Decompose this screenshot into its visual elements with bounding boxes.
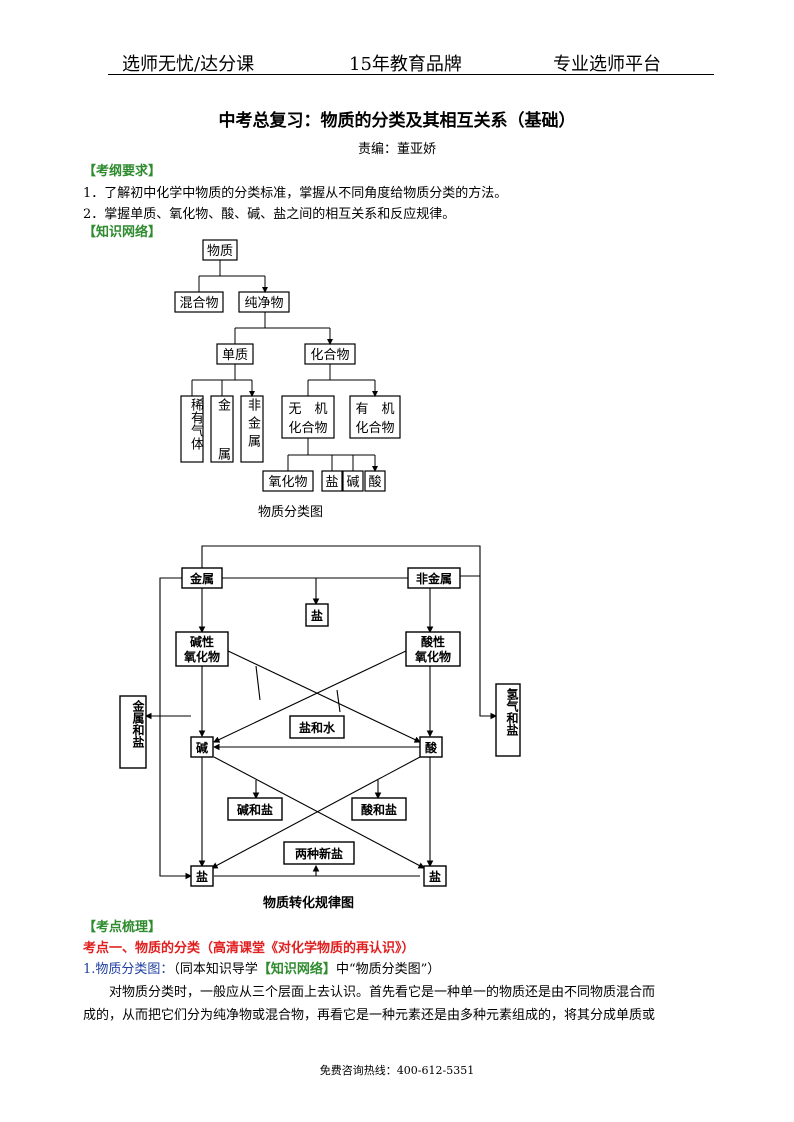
- label-base: 碱: [346, 475, 359, 490]
- point1-title-line: 考点一、物质的分类（高清课堂《对化学物质的再认识》）: [83, 937, 415, 956]
- conv-node-two-salts: [283, 841, 355, 865]
- conv-node-nonmetal: [407, 567, 461, 589]
- conv-label-base: 碱: [196, 740, 208, 755]
- label-oxide: 氧化物: [268, 475, 307, 490]
- conv-node-acid-salt: [351, 797, 407, 821]
- header-right: 专业选师平台: [553, 54, 661, 75]
- conv-label-basic-oxide-2: 氧化物: [183, 649, 220, 664]
- label-acid: 酸: [368, 475, 381, 490]
- label-pure: 纯净物: [244, 296, 283, 311]
- conv-label-hydrogen-salt: 氢气和盐: [505, 688, 519, 736]
- conv-node-salt-top: [305, 603, 329, 627]
- label-nonmetal: 非金属: [245, 398, 260, 452]
- conv-label-salt-water: 盐和水: [299, 720, 336, 735]
- point1-sub-text-b: 【知识网络】: [257, 962, 336, 977]
- conv-node-base: [190, 736, 214, 758]
- conv-label-basic-oxide-1: 碱性: [190, 634, 214, 649]
- footer-hotline: 免费咨询热线：400-612-5351: [319, 1064, 475, 1077]
- label-rare-gas: 稀有气体: [188, 398, 203, 450]
- conv-label-base-salt: 碱和盐: [237, 802, 273, 817]
- conv-label-two-salts: 两种新盐: [295, 846, 343, 861]
- point1-sub-text-c: 中“物质分类图”）: [335, 962, 441, 977]
- point1-body-line-2: 成的，从而把它们分为纯净物或混合物，再看它是一种元素还是由多种元素组成的，将其分…: [83, 1008, 656, 1023]
- conv-node-acidic-oxide: [405, 631, 461, 667]
- label-organic-1: 有 机: [355, 402, 394, 417]
- review-heading: 【考点梳理】: [83, 920, 162, 935]
- point1-body-line-1: 对物质分类时，一般应从三个层面上去认识。首先看它是一种单一的物质还是由不同物质混…: [109, 985, 656, 1000]
- node-inorganic: [281, 395, 335, 439]
- conv-label-acid: 酸: [425, 740, 438, 755]
- conv-node-acid: [419, 736, 443, 758]
- conversion-diagram: 金属 非金属 盐 碱性 氧化物 酸性 氧化物 盐和水 碱 酸 碱和盐 酸和盐 两…: [119, 545, 521, 887]
- conv-label-salt-bl: 盐: [196, 869, 208, 884]
- tree-caption: 物质分类图: [258, 505, 324, 520]
- point1-sub-text-a: （同本知识导学: [173, 962, 258, 977]
- point1-sub-label: 1.物质分类图：: [83, 962, 174, 977]
- label-organic-2: 化合物: [355, 421, 394, 436]
- header-rule: [108, 74, 714, 75]
- outline-item-2: 2．掌握单质、氧化物、酸、碱、盐之间的相互关系和反应规律。: [83, 207, 456, 222]
- classification-tree: 物质 混合物 纯净物 单质 化合物 无 机 化合物 有 机 化合物 氧化物 盐 …: [174, 239, 401, 492]
- conv-label-metal-salt: 金属和盐: [131, 700, 145, 748]
- conv-node-base-salt: [227, 797, 283, 821]
- conv-node-metal: [181, 567, 223, 589]
- conv-label-salt-top: 盐: [311, 608, 323, 623]
- conv-label-acid-salt: 酸和盐: [361, 802, 397, 817]
- outline-heading: 【考纲要求】: [83, 164, 162, 179]
- conv-node-salt-water: [289, 715, 345, 739]
- point1-subheading: 1.物质分类图：（同本知识导学【知识网络】中“物质分类图”）: [83, 958, 440, 977]
- label-inorganic-2: 化合物: [288, 421, 327, 436]
- point1-title: 考点一、物质的分类: [83, 941, 201, 956]
- label-metal: 金属: [215, 398, 230, 460]
- conversion-caption: 物质转化规律图: [263, 896, 355, 911]
- header-left: 选师无忧/达分课: [122, 54, 255, 75]
- conv-node-salt-bl: [190, 865, 214, 887]
- conv-node-metal-salt: [119, 695, 147, 769]
- outline-item-1: 1．了解初中化学中物质的分类标准，掌握从不同角度给物质分类的方法。: [83, 186, 508, 201]
- conv-node-basic-oxide: [175, 631, 229, 667]
- node-organic: [349, 395, 401, 439]
- conv-label-metal: 金属: [189, 571, 214, 586]
- label-salt: 盐: [325, 475, 338, 490]
- label-element: 单质: [222, 348, 248, 363]
- page-title: 中考总复习：物质的分类及其相互关系（基础）: [218, 111, 576, 131]
- conv-label-nonmetal: 非金属: [416, 571, 452, 586]
- conv-label-acidic-oxide-1: 酸性: [421, 634, 445, 649]
- label-mixture: 混合物: [179, 296, 218, 311]
- header-center: 15年教育品牌: [349, 54, 462, 75]
- conv-label-salt-br: 盐: [429, 869, 441, 884]
- label-compound: 化合物: [310, 348, 349, 363]
- point1-title-paren: （高清课堂《对化学物质的再认识》）: [200, 941, 415, 956]
- label-inorganic-1: 无 机: [288, 402, 327, 417]
- network-heading: 【知识网络】: [83, 225, 162, 240]
- label-substance: 物质: [207, 244, 233, 259]
- conv-node-hydrogen-salt: [495, 683, 521, 757]
- author: 责编：董亚娇: [357, 142, 436, 157]
- conv-label-acidic-oxide-2: 氧化物: [414, 649, 451, 664]
- conv-node-salt-br: [423, 865, 447, 887]
